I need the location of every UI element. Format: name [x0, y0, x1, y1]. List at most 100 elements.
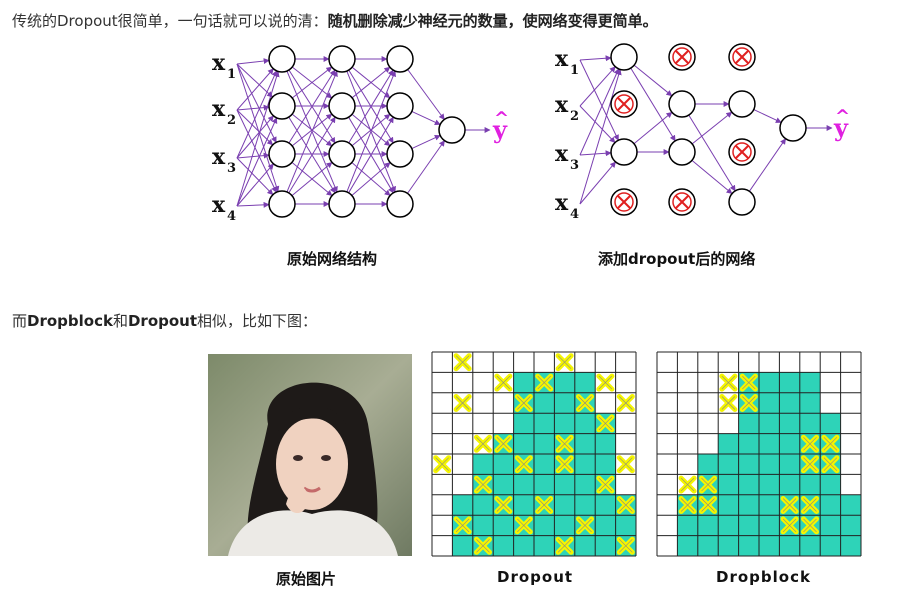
neuron: [386, 190, 414, 218]
active-cell: [779, 535, 800, 556]
x-mark-outline: [517, 396, 531, 410]
x-mark-outline: [598, 477, 613, 492]
x-mark-outline: [782, 518, 797, 533]
x-mark-icon: [555, 536, 574, 555]
input-label: x: [555, 46, 569, 72]
dropped-neuron-icon: [732, 47, 752, 67]
x-mark-icon: [678, 496, 697, 514]
x-mark-icon: [801, 496, 819, 514]
x-mark-icon: [555, 434, 574, 453]
connection-arrow: [236, 63, 280, 193]
connection-arrow: [236, 163, 274, 207]
caption-dropout: Dropout: [497, 568, 574, 586]
x-mark-outline: [742, 396, 756, 410]
x-mark-outline: [476, 477, 490, 492]
active-cell: [513, 494, 534, 516]
active-cell: [718, 433, 739, 454]
caption-dropblock: Dropblock: [716, 568, 811, 586]
x-mark-outline: [578, 518, 592, 533]
active-cell: [472, 535, 494, 556]
x-mark-icon: [739, 394, 758, 412]
caption-dropout-network: 添加dropout后的网络: [598, 250, 756, 268]
active-cell: [677, 515, 698, 536]
x-mark-icon: [596, 414, 615, 433]
active-cell: [452, 515, 473, 536]
active-cell: [615, 535, 636, 556]
x-mark-icon: [514, 394, 533, 412]
x-mark-outline: [578, 396, 592, 410]
active-cell: [472, 515, 494, 536]
input-label: x: [555, 190, 569, 216]
x-mark-outline: [557, 457, 572, 471]
x-mark-icon: [494, 373, 513, 392]
x-mark-icon: [555, 434, 574, 453]
neuron: [668, 138, 696, 166]
x-mark-outline: [619, 539, 633, 553]
x-mark-outline: [619, 498, 633, 512]
active-cell: [779, 372, 800, 393]
active-cell: [759, 433, 780, 454]
x-mark-outline: [557, 437, 572, 451]
second-text-1: 而: [12, 312, 28, 330]
x-mark-outline: [742, 396, 756, 410]
x-mark-icon: [596, 414, 615, 433]
neuron: [268, 45, 296, 73]
x-mark-outline: [782, 498, 797, 512]
input-label: x: [212, 192, 226, 218]
x-mark-outline: [803, 437, 817, 451]
intro-text: 传统的Dropout很简单，一句话就可以说的清：: [12, 12, 328, 30]
active-cell: [799, 433, 821, 454]
x-mark-icon: [616, 496, 635, 514]
connection-arrow: [236, 152, 270, 159]
connection-arrow: [346, 70, 396, 193]
x-mark-icon: [596, 373, 615, 392]
x-mark-outline: [721, 375, 736, 390]
active-cell: [738, 494, 759, 516]
x-mark-icon: [433, 455, 452, 474]
x-mark-outline: [598, 375, 613, 390]
connection-arrow: [236, 68, 274, 111]
x-mark-icon: [433, 455, 452, 474]
connection-arrow: [579, 161, 616, 205]
x-mark-outline: [476, 477, 490, 492]
input-subscript: 4: [227, 209, 236, 224]
connection-arrow: [236, 157, 274, 196]
x-mark-outline: [537, 498, 551, 512]
x-mark-icon: [474, 536, 492, 555]
x-mark-icon: [453, 353, 472, 372]
x-mark-outline: [782, 498, 797, 512]
neuron: [386, 140, 414, 168]
neuron: [328, 45, 356, 73]
x-mark-icon: [535, 496, 554, 514]
x-mark-icon: [801, 516, 819, 535]
active-cell: [595, 454, 616, 475]
x-mark-icon: [616, 394, 635, 412]
neuron: [268, 140, 296, 168]
connection-arrow: [236, 70, 278, 159]
x-mark-icon: [576, 516, 594, 535]
active-cell: [595, 413, 616, 434]
x-mark-icon: [678, 475, 697, 494]
active-cell: [718, 494, 739, 516]
active-cell: [534, 494, 555, 516]
x-mark-outline: [619, 457, 633, 471]
x-mark-outline: [619, 396, 633, 410]
x-mark-outline: [496, 498, 511, 512]
x-mark-outline: [557, 355, 572, 369]
active-cell: [779, 474, 800, 495]
dropout-grid: [431, 351, 637, 557]
connection-arrow: [579, 150, 612, 157]
active-cell: [452, 535, 473, 556]
active-cell: [574, 433, 596, 454]
x-mark-icon: [494, 496, 513, 514]
connection-arrow: [691, 159, 733, 195]
x-mark-icon: [699, 496, 717, 514]
active-cell: [574, 372, 596, 393]
x-mark-icon: [474, 475, 492, 494]
x-mark-icon: [555, 536, 574, 555]
connection-arrow: [236, 70, 280, 207]
neuron: [610, 138, 638, 166]
active-cell: [554, 372, 575, 393]
active-cell: [595, 535, 616, 556]
